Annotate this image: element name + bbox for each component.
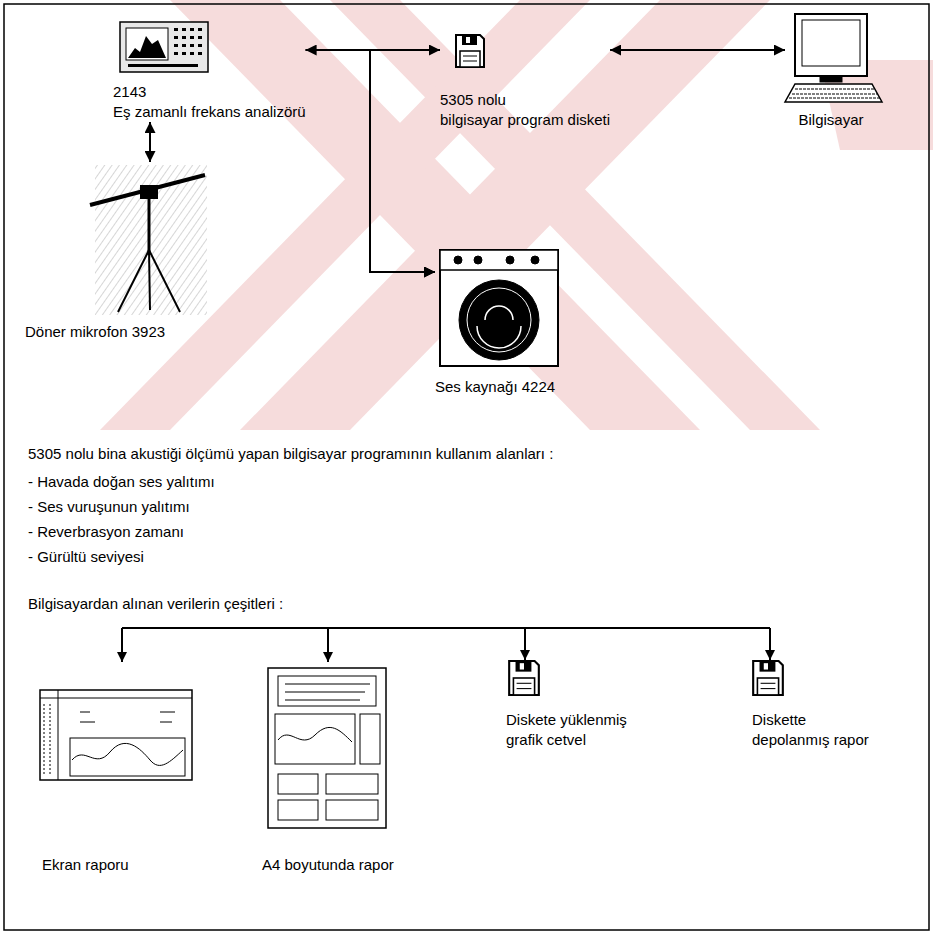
- device-node: 5305 nolubilgisayar program disketi: [440, 34, 610, 130]
- floppy-icon: [753, 661, 783, 695]
- device-node: 2143Eş zamanlı frekans analizörü: [113, 18, 306, 122]
- device-node: Döner mikrofon 3923: [25, 162, 165, 342]
- floppy-icon: [456, 35, 484, 67]
- device-label: 2143: [113, 82, 306, 102]
- note-text: 5305 nolu bina akustiği ölçümü yapan bil…: [28, 444, 553, 464]
- device-label: Bilgisayar: [785, 110, 877, 130]
- note-text: - Reverbrasyon zamanı: [28, 522, 184, 542]
- watermark: [100, 0, 933, 430]
- device-label: Ekran raporu: [42, 855, 129, 875]
- device-node: Ekran raporu: [42, 665, 129, 875]
- frame: [4, 4, 929, 930]
- device-label: Eş zamanlı frekans analizörü: [113, 102, 306, 122]
- sound-source-icon: [440, 250, 558, 366]
- note-text: - Ses vuruşunun yalıtımı: [28, 497, 190, 517]
- device-label: 5305 nolu: [440, 90, 610, 110]
- note-text: Bilgisayardan alınan verilerin çeşitleri…: [28, 594, 283, 614]
- a4-report-icon: [268, 668, 386, 828]
- microphone-icon: [90, 165, 207, 315]
- connector-arrow: [610, 49, 785, 51]
- computer-icon: [785, 14, 882, 102]
- device-node: Ses kaynağı 4224: [435, 245, 555, 397]
- connector-arrow: [370, 50, 440, 272]
- note-text: - Gürültü seviyesi: [28, 547, 144, 567]
- device-label: Diskette depolanmış rapor: [752, 710, 887, 750]
- device-label: A4 boyutunda rapor: [262, 855, 394, 875]
- device-label: Döner mikrofon 3923: [25, 322, 165, 342]
- screen-report-icon: [40, 690, 192, 780]
- device-label: bilgisayar program disketi: [440, 110, 610, 130]
- connector-arrow: [149, 122, 151, 162]
- device-node: A4 boyutunda rapor: [262, 665, 394, 875]
- device-node: Diskete yüklenmiş grafik cetvel: [506, 660, 656, 750]
- device-label: Diskete yüklenmiş grafik cetvel: [506, 710, 656, 750]
- output-arrows: [122, 628, 770, 662]
- note-text: - Havada doğan ses yalıtımı: [28, 472, 215, 492]
- device-node: Diskette depolanmış rapor: [752, 660, 887, 750]
- analyzer-icon: [120, 22, 208, 72]
- device-node: Bilgisayar: [785, 10, 877, 130]
- floppy-icon: [509, 661, 539, 695]
- device-label: Ses kaynağı 4224: [435, 377, 555, 397]
